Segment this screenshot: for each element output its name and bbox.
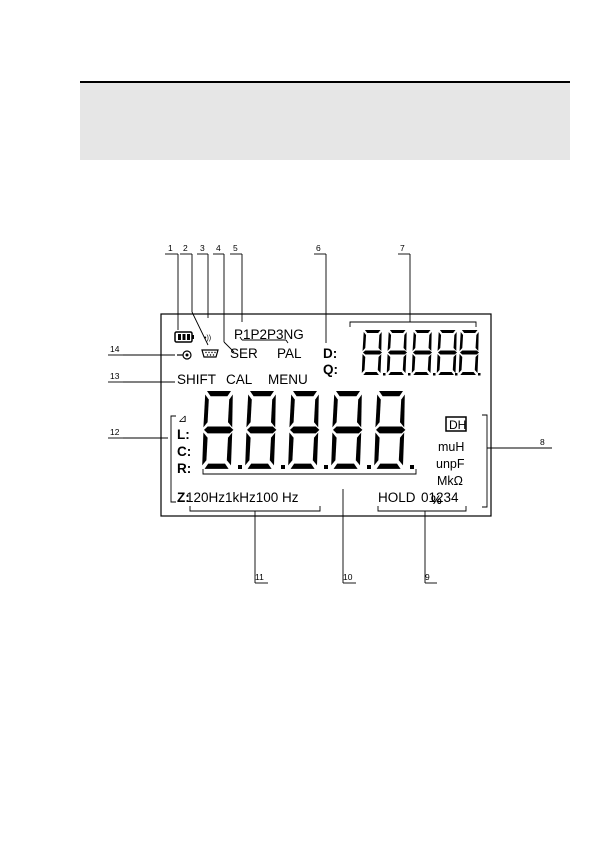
sound-icon: •)) bbox=[204, 335, 211, 342]
c-label: C: bbox=[177, 444, 191, 459]
l-label: L: bbox=[177, 427, 190, 442]
callout-12: 12 bbox=[110, 427, 120, 437]
serial-port-icon bbox=[202, 350, 218, 357]
ser-label: SER bbox=[230, 346, 258, 361]
dh-indicator: DH bbox=[446, 417, 466, 432]
primary-display bbox=[202, 391, 414, 469]
primary-digit bbox=[245, 391, 276, 469]
secondary-digit bbox=[437, 330, 457, 375]
cal-label: CAL bbox=[226, 372, 253, 387]
hold-label: HOLD bbox=[378, 490, 416, 505]
secondary-digit bbox=[459, 330, 479, 375]
unit-inductance: muH bbox=[438, 440, 464, 454]
primary-digit bbox=[288, 391, 319, 469]
svg-text:DH: DH bbox=[449, 418, 466, 432]
reference-icon bbox=[177, 351, 191, 359]
callout-11: 11 bbox=[255, 572, 264, 582]
callout-8: 8 bbox=[540, 437, 545, 447]
pal-label: PAL bbox=[277, 346, 302, 361]
callout-5: 5 bbox=[233, 243, 238, 253]
callout-1: 1 bbox=[168, 243, 173, 253]
q-label: Q: bbox=[323, 362, 338, 377]
delta-icon: ⊿ bbox=[178, 413, 187, 425]
callout-10: 10 bbox=[343, 572, 353, 582]
callout-4: 4 bbox=[216, 243, 221, 253]
battery-icon bbox=[175, 332, 194, 342]
secondary-display bbox=[362, 330, 481, 376]
primary-digit bbox=[374, 391, 405, 469]
d-label: D: bbox=[323, 346, 337, 361]
memory-label: 01234 bbox=[421, 490, 459, 505]
callout-6: 6 bbox=[316, 243, 321, 253]
menu-label: MENU bbox=[268, 372, 308, 387]
unit-capacitance: unpF bbox=[436, 457, 465, 471]
primary-digit bbox=[202, 391, 233, 469]
secondary-digit bbox=[387, 330, 407, 375]
secondary-digit bbox=[362, 330, 382, 375]
callout-2: 2 bbox=[183, 243, 188, 253]
unit-resistance: MkΩ bbox=[437, 474, 463, 488]
callout-9: 9 bbox=[425, 572, 430, 582]
callout-3: 3 bbox=[200, 243, 205, 253]
primary-digit bbox=[331, 391, 362, 469]
callout-14: 14 bbox=[110, 344, 120, 354]
shift-label: SHIFT bbox=[177, 372, 216, 387]
secondary-digit bbox=[412, 330, 432, 375]
callout-7: 7 bbox=[400, 243, 405, 253]
r-label: R: bbox=[177, 461, 191, 476]
leader-lines bbox=[108, 254, 552, 583]
prog-label: P1P2P3NG bbox=[234, 327, 304, 342]
callout-13: 13 bbox=[110, 371, 120, 381]
freq-label: 120Hz1kHz100 Hz bbox=[186, 490, 299, 505]
